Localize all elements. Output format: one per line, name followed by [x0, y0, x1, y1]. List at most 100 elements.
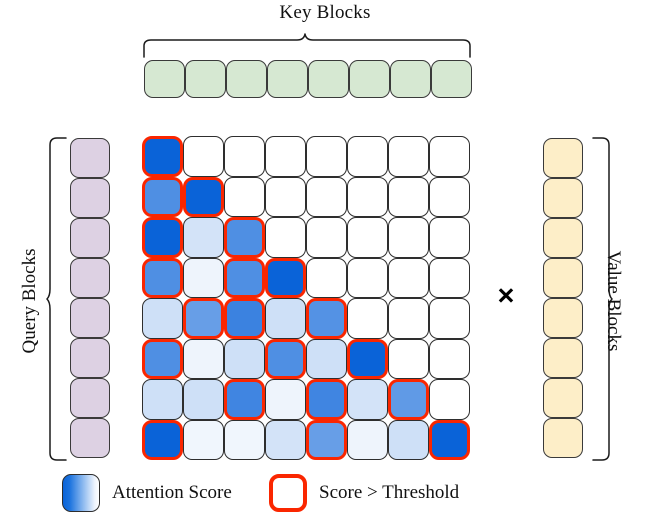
attention-matrix — [142, 136, 470, 460]
attention-cell[interactable] — [224, 136, 265, 177]
attention-cell[interactable] — [183, 379, 224, 420]
legend-item-threshold: Score > Threshold — [269, 474, 459, 512]
attention-cell[interactable] — [306, 338, 347, 379]
query-block[interactable] — [70, 258, 110, 298]
attention-cell[interactable] — [347, 298, 388, 339]
attention-cell[interactable] — [142, 419, 183, 460]
attention-cell[interactable] — [429, 298, 470, 339]
attention-cell[interactable] — [347, 257, 388, 298]
attention-cell[interactable] — [142, 298, 183, 339]
attention-cell[interactable] — [142, 257, 183, 298]
value-block[interactable] — [543, 138, 583, 178]
value-block[interactable] — [543, 218, 583, 258]
attention-cell[interactable] — [224, 176, 265, 217]
attention-cell[interactable] — [347, 338, 388, 379]
attention-cell[interactable] — [224, 379, 265, 420]
attention-cell[interactable] — [183, 176, 224, 217]
attention-cell[interactable] — [265, 338, 306, 379]
value-block[interactable] — [543, 298, 583, 338]
attention-cell[interactable] — [183, 338, 224, 379]
query-block[interactable] — [70, 378, 110, 418]
threshold-swatch — [269, 474, 307, 512]
query-blocks-brace — [46, 137, 67, 461]
key-block[interactable] — [144, 60, 185, 98]
key-block[interactable] — [267, 60, 308, 98]
page-title: Key Blocks — [279, 2, 371, 23]
attention-cell[interactable] — [224, 338, 265, 379]
query-block[interactable] — [70, 418, 110, 458]
attention-cell[interactable] — [142, 136, 183, 177]
attention-cell[interactable] — [306, 136, 347, 177]
multiply-icon: × — [497, 280, 515, 312]
attention-cell[interactable] — [429, 176, 470, 217]
key-block[interactable] — [431, 60, 472, 98]
attention-cell[interactable] — [429, 217, 470, 258]
value-block[interactable] — [543, 418, 583, 458]
key-block[interactable] — [349, 60, 390, 98]
query-block[interactable] — [70, 218, 110, 258]
key-block[interactable] — [308, 60, 349, 98]
attention-cell[interactable] — [347, 419, 388, 460]
attention-cell[interactable] — [142, 379, 183, 420]
attention-cell[interactable] — [347, 136, 388, 177]
attention-cell[interactable] — [183, 217, 224, 258]
attention-cell[interactable] — [265, 257, 306, 298]
attention-cell[interactable] — [265, 379, 306, 420]
attention-cell[interactable] — [388, 257, 429, 298]
value-block[interactable] — [543, 378, 583, 418]
value-block[interactable] — [543, 338, 583, 378]
attention-cell[interactable] — [306, 298, 347, 339]
attention-cell[interactable] — [183, 419, 224, 460]
attention-cell[interactable] — [142, 338, 183, 379]
attention-cell[interactable] — [429, 379, 470, 420]
key-block[interactable] — [226, 60, 267, 98]
attention-cell[interactable] — [265, 136, 306, 177]
attention-cell[interactable] — [142, 176, 183, 217]
attention-cell[interactable] — [306, 217, 347, 258]
attention-cell[interactable] — [306, 257, 347, 298]
query-block[interactable] — [70, 138, 110, 178]
attention-cell[interactable] — [183, 257, 224, 298]
attention-cell[interactable] — [388, 217, 429, 258]
attention-cell[interactable] — [265, 176, 306, 217]
attention-score-swatch — [62, 474, 100, 512]
legend: Attention Score Score > Threshold — [62, 472, 542, 518]
key-block[interactable] — [185, 60, 226, 98]
query-block[interactable] — [70, 178, 110, 218]
attention-cell[interactable] — [265, 419, 306, 460]
key-block[interactable] — [390, 60, 431, 98]
attention-cell[interactable] — [429, 136, 470, 177]
attention-cell[interactable] — [306, 419, 347, 460]
attention-cell[interactable] — [224, 217, 265, 258]
attention-cell[interactable] — [347, 217, 388, 258]
attention-cell[interactable] — [388, 379, 429, 420]
value-block[interactable] — [543, 258, 583, 298]
value-block[interactable] — [543, 178, 583, 218]
legend-item-attention-score: Attention Score — [62, 474, 232, 512]
attention-cell[interactable] — [306, 176, 347, 217]
key-blocks-brace — [143, 33, 471, 58]
attention-cell[interactable] — [429, 257, 470, 298]
attention-cell[interactable] — [224, 419, 265, 460]
attention-cell[interactable] — [388, 338, 429, 379]
attention-cell[interactable] — [224, 257, 265, 298]
attention-cell[interactable] — [183, 136, 224, 177]
attention-cell[interactable] — [388, 176, 429, 217]
attention-cell[interactable] — [429, 338, 470, 379]
legend-label-threshold: Score > Threshold — [319, 482, 460, 503]
attention-cell[interactable] — [265, 298, 306, 339]
attention-cell[interactable] — [388, 136, 429, 177]
attention-cell[interactable] — [388, 419, 429, 460]
attention-cell[interactable] — [388, 298, 429, 339]
attention-cell[interactable] — [306, 379, 347, 420]
attention-cell[interactable] — [224, 298, 265, 339]
attention-cell[interactable] — [183, 298, 224, 339]
query-block[interactable] — [70, 338, 110, 378]
query-block[interactable] — [70, 298, 110, 338]
attention-cell[interactable] — [429, 419, 470, 460]
attention-cell[interactable] — [347, 176, 388, 217]
value-blocks-brace — [592, 137, 613, 461]
attention-cell[interactable] — [265, 217, 306, 258]
attention-cell[interactable] — [347, 379, 388, 420]
attention-cell[interactable] — [142, 217, 183, 258]
